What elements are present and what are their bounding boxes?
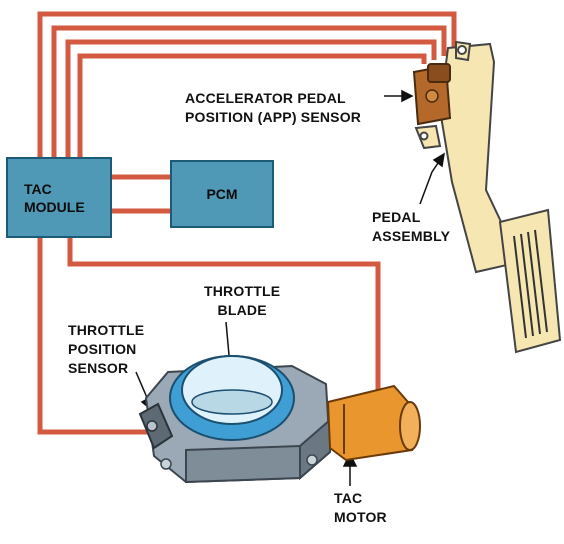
throttle-position-sensor-label: THROTTLE POSITION SENSOR	[68, 322, 145, 376]
app-sensor-label: ACCELERATOR PEDAL POSITION (APP) SENSOR	[185, 90, 362, 125]
tac-module-box: TAC MODULE	[6, 157, 112, 238]
tac-module-label: TAC MODULE	[24, 180, 85, 215]
throttle-position-sensor-icon	[138, 402, 174, 450]
wire-tac-app-3	[65, 39, 437, 157]
tac-motor-icon	[326, 384, 421, 462]
throttle-blade-label: THROTTLE BLADE	[204, 283, 281, 318]
wire-tac-motor	[67, 238, 381, 392]
wire-tac-app-2	[51, 25, 447, 157]
throttle-body-icon	[144, 355, 332, 484]
app-sensor-icon	[412, 63, 452, 126]
wire-tac-app-1	[37, 11, 457, 157]
pcm-label: PCM	[206, 186, 238, 202]
pedal-assembly-label: PEDAL ASSEMBLY	[372, 209, 451, 244]
wire-harness	[37, 11, 457, 435]
accelerator-pedal-icon	[414, 40, 562, 354]
pcm-box: PCM	[170, 160, 274, 228]
wire-tac-tps	[37, 238, 148, 435]
wire-tac-app-4	[77, 53, 427, 157]
tac-motor-label: TAC MOTOR	[334, 490, 387, 525]
